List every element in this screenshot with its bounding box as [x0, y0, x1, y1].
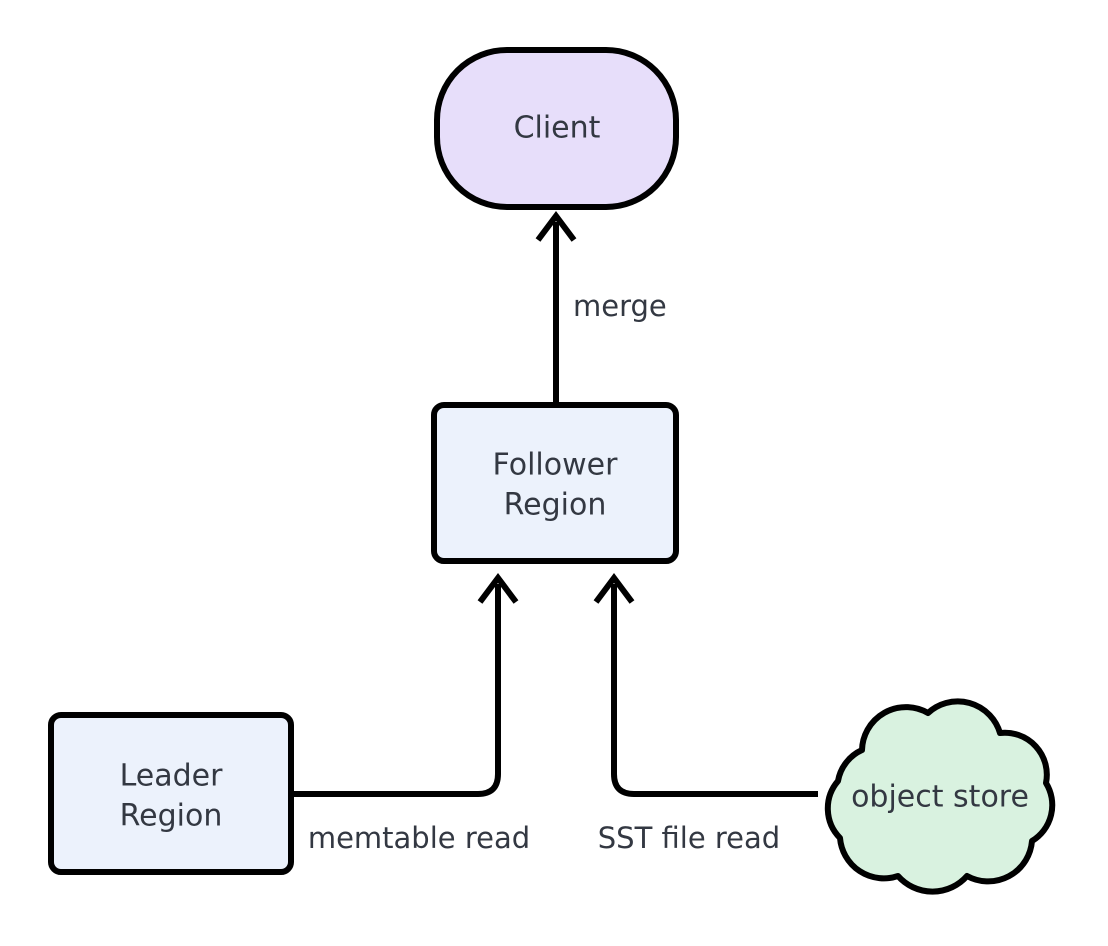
- arrow-head-merge: [535, 211, 577, 242]
- client-shape: [434, 47, 679, 210]
- edge-label-merge: merge: [573, 289, 667, 323]
- follower-region-shape: [431, 402, 679, 564]
- edge-line-memtable-read: [291, 584, 501, 797]
- edge-line-sst-file-read: [611, 584, 818, 797]
- node-follower-region[interactable]: Follower Region: [431, 402, 679, 564]
- edge-leader-to-follower[interactable]: [291, 573, 519, 797]
- leader-region-label-line2: Region: [120, 799, 223, 834]
- node-client[interactable]: Client: [434, 47, 679, 210]
- node-object-store[interactable]: object store: [824, 698, 1056, 895]
- object-store-cloud-shape: [824, 698, 1056, 895]
- leader-region-label-line1: Leader: [120, 759, 224, 794]
- follower-region-label-line2: Region: [504, 488, 607, 523]
- object-store-label: object store: [851, 780, 1029, 815]
- arrow-head-memtable-read: [477, 573, 519, 604]
- edge-object-store-to-follower[interactable]: [593, 573, 818, 797]
- client-label: Client: [514, 111, 601, 146]
- follower-region-label-line1: Follower: [493, 448, 619, 483]
- node-leader-region[interactable]: Leader Region: [48, 712, 294, 875]
- edge-label-memtable-read: memtable read: [308, 821, 530, 855]
- edge-follower-to-client[interactable]: [535, 211, 577, 405]
- arrow-head-sst-file-read: [593, 573, 635, 604]
- edge-label-sst-file-read: SST file read: [598, 821, 780, 855]
- leader-region-shape: [48, 712, 294, 875]
